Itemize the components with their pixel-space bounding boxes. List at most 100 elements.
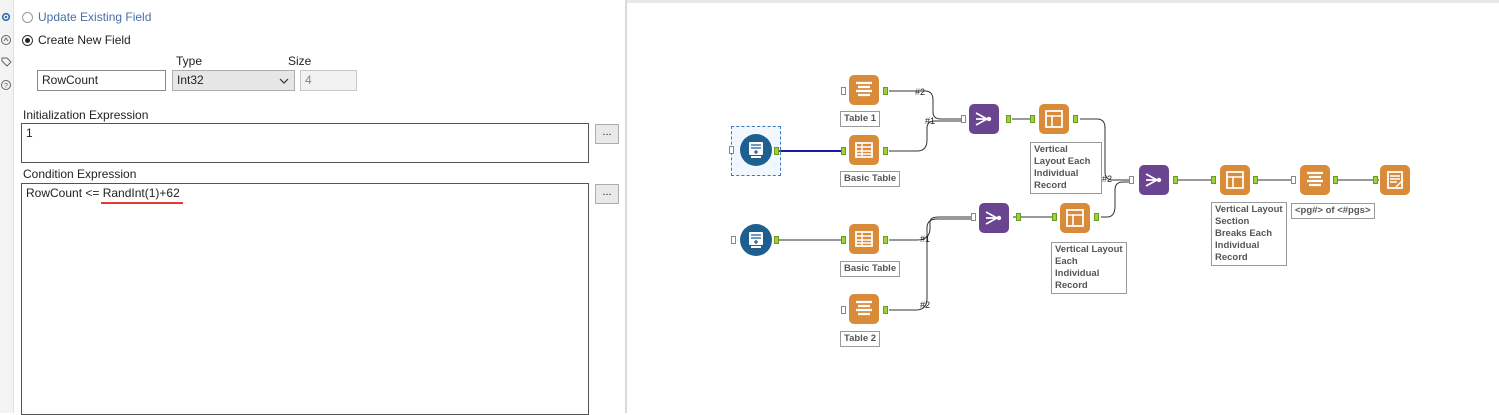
field-name-input[interactable]: RowCount <box>37 70 166 91</box>
table-icon <box>855 142 873 158</box>
flow-icon[interactable] <box>0 34 13 47</box>
input-anchor[interactable] <box>729 146 734 154</box>
input-anchor[interactable] <box>731 236 736 244</box>
layout-tool-3[interactable] <box>1220 165 1250 195</box>
side-icon-rail: ? <box>0 0 14 413</box>
input-anchor[interactable] <box>1373 176 1378 184</box>
condition-expression-label: Condition Expression <box>23 167 137 181</box>
multi-input-anchor[interactable] <box>971 213 976 221</box>
output-anchor[interactable] <box>1333 176 1338 184</box>
input-anchor[interactable] <box>1291 176 1296 184</box>
connection-label: #1 <box>925 116 936 126</box>
type-select[interactable]: Int32 <box>172 70 295 91</box>
connection-label: #2 <box>915 87 926 97</box>
layout-union-tool-1[interactable] <box>969 104 999 134</box>
wire-basictable2-union2 <box>889 216 973 241</box>
canvas-tab-strip <box>627 0 1499 3</box>
input-anchor[interactable] <box>1052 213 1057 221</box>
init-expression-editor[interactable]: 1 <box>21 123 589 163</box>
tool-label: Basic Table <box>840 171 901 187</box>
render-tool[interactable] <box>1380 165 1410 195</box>
input-tool-2[interactable] <box>740 224 772 256</box>
tool-configuration-panel: Update Existing Field Create New Field T… <box>14 0 625 415</box>
connection-label: #1 <box>920 234 931 244</box>
input-anchor[interactable] <box>1211 176 1216 184</box>
svg-text:?: ? <box>4 83 8 90</box>
output-anchor[interactable] <box>883 306 888 314</box>
render-icon <box>1387 171 1404 189</box>
output-anchor[interactable] <box>883 236 888 244</box>
input-anchor[interactable] <box>841 147 846 155</box>
input-anchor[interactable] <box>841 306 846 314</box>
layout-union-tool-2[interactable] <box>979 203 1009 233</box>
wire-table2-union2 <box>889 218 973 311</box>
output-anchor[interactable] <box>1173 176 1178 184</box>
tag-icon[interactable] <box>0 56 13 69</box>
tool-label: Table 2 <box>840 331 881 347</box>
layout-icon <box>1226 171 1244 189</box>
wire-basictable1-union1 <box>889 120 962 152</box>
type-label: Type <box>176 54 203 68</box>
table-icon <box>855 231 873 247</box>
union-icon <box>975 112 992 126</box>
layout-tool-1[interactable] <box>1039 104 1069 134</box>
report-input-icon <box>749 142 763 158</box>
output-anchor[interactable] <box>1073 115 1078 123</box>
help-icon[interactable]: ? <box>0 79 13 92</box>
condition-expression-builder-button[interactable]: ... <box>595 184 619 204</box>
init-expression-text: 1 <box>26 126 33 140</box>
multi-input-anchor[interactable] <box>961 115 966 123</box>
tool-label: Table 1 <box>840 111 881 127</box>
type-select-value: Int32 <box>177 73 204 87</box>
output-anchor[interactable] <box>1253 176 1258 184</box>
report-text-icon <box>1307 171 1323 187</box>
output-anchor[interactable] <box>1016 213 1021 221</box>
update-existing-field-option[interactable]: Update Existing Field <box>22 10 151 24</box>
tool-label: Vertical Layout Each Individual Record <box>1030 142 1102 194</box>
report-text-tool-page-number[interactable] <box>1300 165 1330 195</box>
tool-label: Basic Table <box>840 261 901 277</box>
layout-icon <box>1045 110 1063 128</box>
basic-table-tool-1[interactable] <box>849 135 879 165</box>
update-existing-label: Update Existing Field <box>38 10 152 24</box>
gear-icon[interactable] <box>0 11 13 24</box>
create-new-label: Create New Field <box>38 33 131 47</box>
output-anchor[interactable] <box>774 147 779 155</box>
chevron-down-icon <box>279 75 289 85</box>
union-icon <box>985 211 1002 225</box>
layout-union-tool-3[interactable] <box>1139 165 1169 195</box>
init-expression-label: Initialization Expression <box>23 108 149 122</box>
report-text-tool-table-2[interactable] <box>849 294 879 324</box>
output-anchor[interactable] <box>883 147 888 155</box>
update-existing-radio[interactable] <box>22 11 33 23</box>
union-icon <box>1145 173 1162 187</box>
init-expression-builder-button[interactable]: ... <box>595 124 619 144</box>
report-input-icon <box>749 232 763 248</box>
input-anchor[interactable] <box>1030 115 1035 123</box>
workflow-canvas[interactable]: #2 #1 #2 #1 #2 Table 1 Basic Table Basic… <box>627 0 1499 413</box>
panel-splitter[interactable] <box>625 0 627 413</box>
output-anchor[interactable] <box>883 87 888 95</box>
output-anchor[interactable] <box>1094 213 1099 221</box>
size-label: Size <box>288 54 312 68</box>
output-anchor[interactable] <box>1006 115 1011 123</box>
wire-layout1-union3 <box>1080 118 1133 181</box>
connection-label: #2 <box>920 300 931 310</box>
multi-input-anchor[interactable] <box>1129 176 1134 184</box>
connection-label: #2 <box>1102 174 1113 184</box>
report-text-tool-table-1[interactable] <box>849 75 879 105</box>
report-text-icon <box>856 81 872 97</box>
input-tool-1[interactable] <box>740 134 772 166</box>
input-anchor[interactable] <box>841 236 846 244</box>
output-anchor[interactable] <box>774 236 779 244</box>
wire-table1-union1 <box>889 90 962 120</box>
condition-expression-editor[interactable]: RowCount <= RandInt(1)+62 <box>21 183 589 415</box>
layout-tool-2[interactable] <box>1060 203 1090 233</box>
tool-label: Vertical Layout Each Individual Record <box>1051 242 1127 294</box>
create-new-field-option[interactable]: Create New Field <box>22 33 131 47</box>
report-text-icon <box>856 300 872 316</box>
create-new-radio[interactable] <box>22 34 33 46</box>
tool-label: <pg#> of <#pgs> <box>1291 203 1375 219</box>
input-anchor[interactable] <box>841 87 846 95</box>
basic-table-tool-2[interactable] <box>849 224 879 254</box>
